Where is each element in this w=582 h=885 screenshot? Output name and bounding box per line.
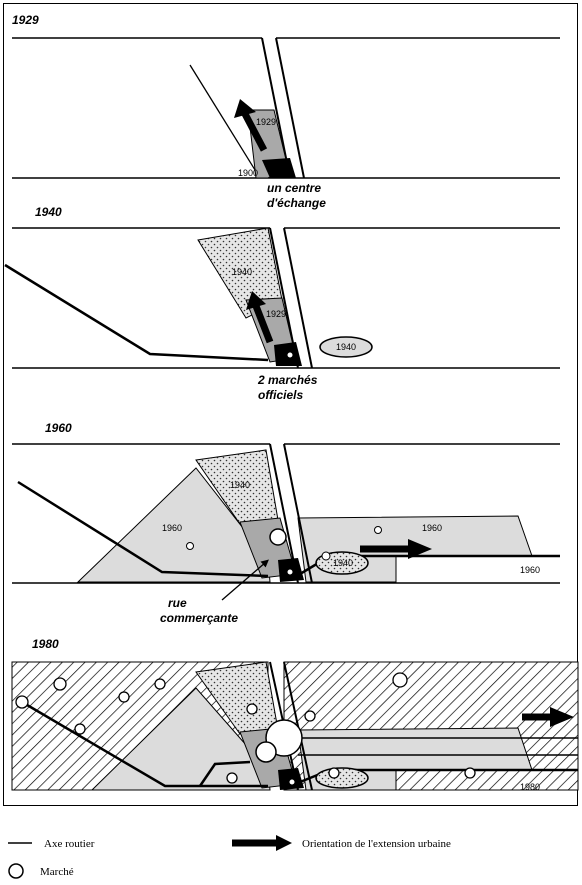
market-icon <box>392 672 408 688</box>
market-icon <box>374 526 382 534</box>
road-west <box>17 480 269 578</box>
caption-line-1: rue <box>168 596 187 610</box>
panel-1929: 1929 1929 1900 un centre d'échange <box>12 13 560 210</box>
legend-market: Marché <box>40 866 74 878</box>
label-1960-west: 1960 <box>162 523 182 533</box>
extension-arrow-shaft <box>240 110 268 152</box>
caption-line-1: 2 marchés <box>257 373 318 387</box>
market-icon <box>154 678 166 690</box>
market-area-1940 <box>315 767 369 789</box>
extension-arrow-icon <box>550 707 574 727</box>
label-1960-road: 1960 <box>520 565 540 575</box>
core-1900 <box>262 158 296 178</box>
label-1940-market: 1940 <box>336 342 356 352</box>
figure-frame <box>3 3 578 806</box>
panel-year-1980: 1980 <box>32 637 59 651</box>
road-east <box>299 768 578 784</box>
market-icon <box>269 528 287 546</box>
label-1940: 1940 <box>232 267 252 277</box>
road-west <box>21 700 268 788</box>
extension-arrow-icon <box>246 291 266 310</box>
road-diagonal-left <box>261 37 291 179</box>
extension-arrow-icon <box>234 99 256 118</box>
label-1940: 1940 <box>230 480 250 490</box>
panel-1960: 1960 1940 1960 1960 1940 1960 rue commer… <box>12 421 560 625</box>
market-icon <box>246 703 258 715</box>
road-secondary <box>198 760 251 787</box>
extension-arrow-shaft <box>252 304 274 344</box>
panel-1940: 1940 1940 1929 1940 2 marchés officiels <box>4 205 560 402</box>
market-icon <box>226 772 238 784</box>
market-icon <box>255 741 277 763</box>
label-1929: 1929 <box>256 117 276 127</box>
legend: Axe routier Marché Orientation de l'exte… <box>8 835 451 879</box>
road-west <box>4 263 269 362</box>
panel-year-1960: 1960 <box>45 421 72 435</box>
market-icon <box>74 723 86 735</box>
pointer-line <box>221 559 269 601</box>
label-1940-market: 1940 <box>333 558 353 568</box>
market-icon <box>304 710 316 722</box>
market-icon <box>321 551 331 561</box>
caption-line-1: un centre <box>267 181 321 195</box>
market-icon <box>288 778 296 786</box>
legend-road-axis: Axe routier <box>44 838 95 850</box>
panel-year-1940: 1940 <box>35 205 62 219</box>
legend-urban-extension: Orientation de l'extension urbaine <box>302 838 451 850</box>
market-icon <box>15 695 29 709</box>
market-icon <box>53 677 67 691</box>
road-northwest <box>189 64 261 179</box>
label-1960-east: 1960 <box>422 523 442 533</box>
panel-year-1929: 1929 <box>12 13 39 27</box>
road-diagonal-right <box>283 227 313 369</box>
label-1900: 1900 <box>238 168 258 178</box>
caption-line-2: officiels <box>258 388 303 402</box>
road-diagonal-right <box>275 37 305 179</box>
market-icon <box>286 351 294 359</box>
market-icon <box>464 767 476 779</box>
label-1980-road: 1980 <box>520 782 540 792</box>
extension-legend-arrow-icon <box>276 835 292 851</box>
market-legend-icon <box>8 863 24 879</box>
road-diagonal-right <box>283 443 313 584</box>
extension-arrow-icon <box>408 539 432 559</box>
market-area-1940 <box>319 336 373 358</box>
caption-line-2: commerçante <box>160 611 238 625</box>
panel-1980: 1980 1980 <box>11 637 579 792</box>
market-icon <box>186 542 194 550</box>
market-icon <box>118 691 130 703</box>
caption-line-2: d'échange <box>267 196 326 210</box>
label-1929: 1929 <box>266 309 286 319</box>
market-icon <box>286 568 294 576</box>
market-icon <box>328 767 340 779</box>
